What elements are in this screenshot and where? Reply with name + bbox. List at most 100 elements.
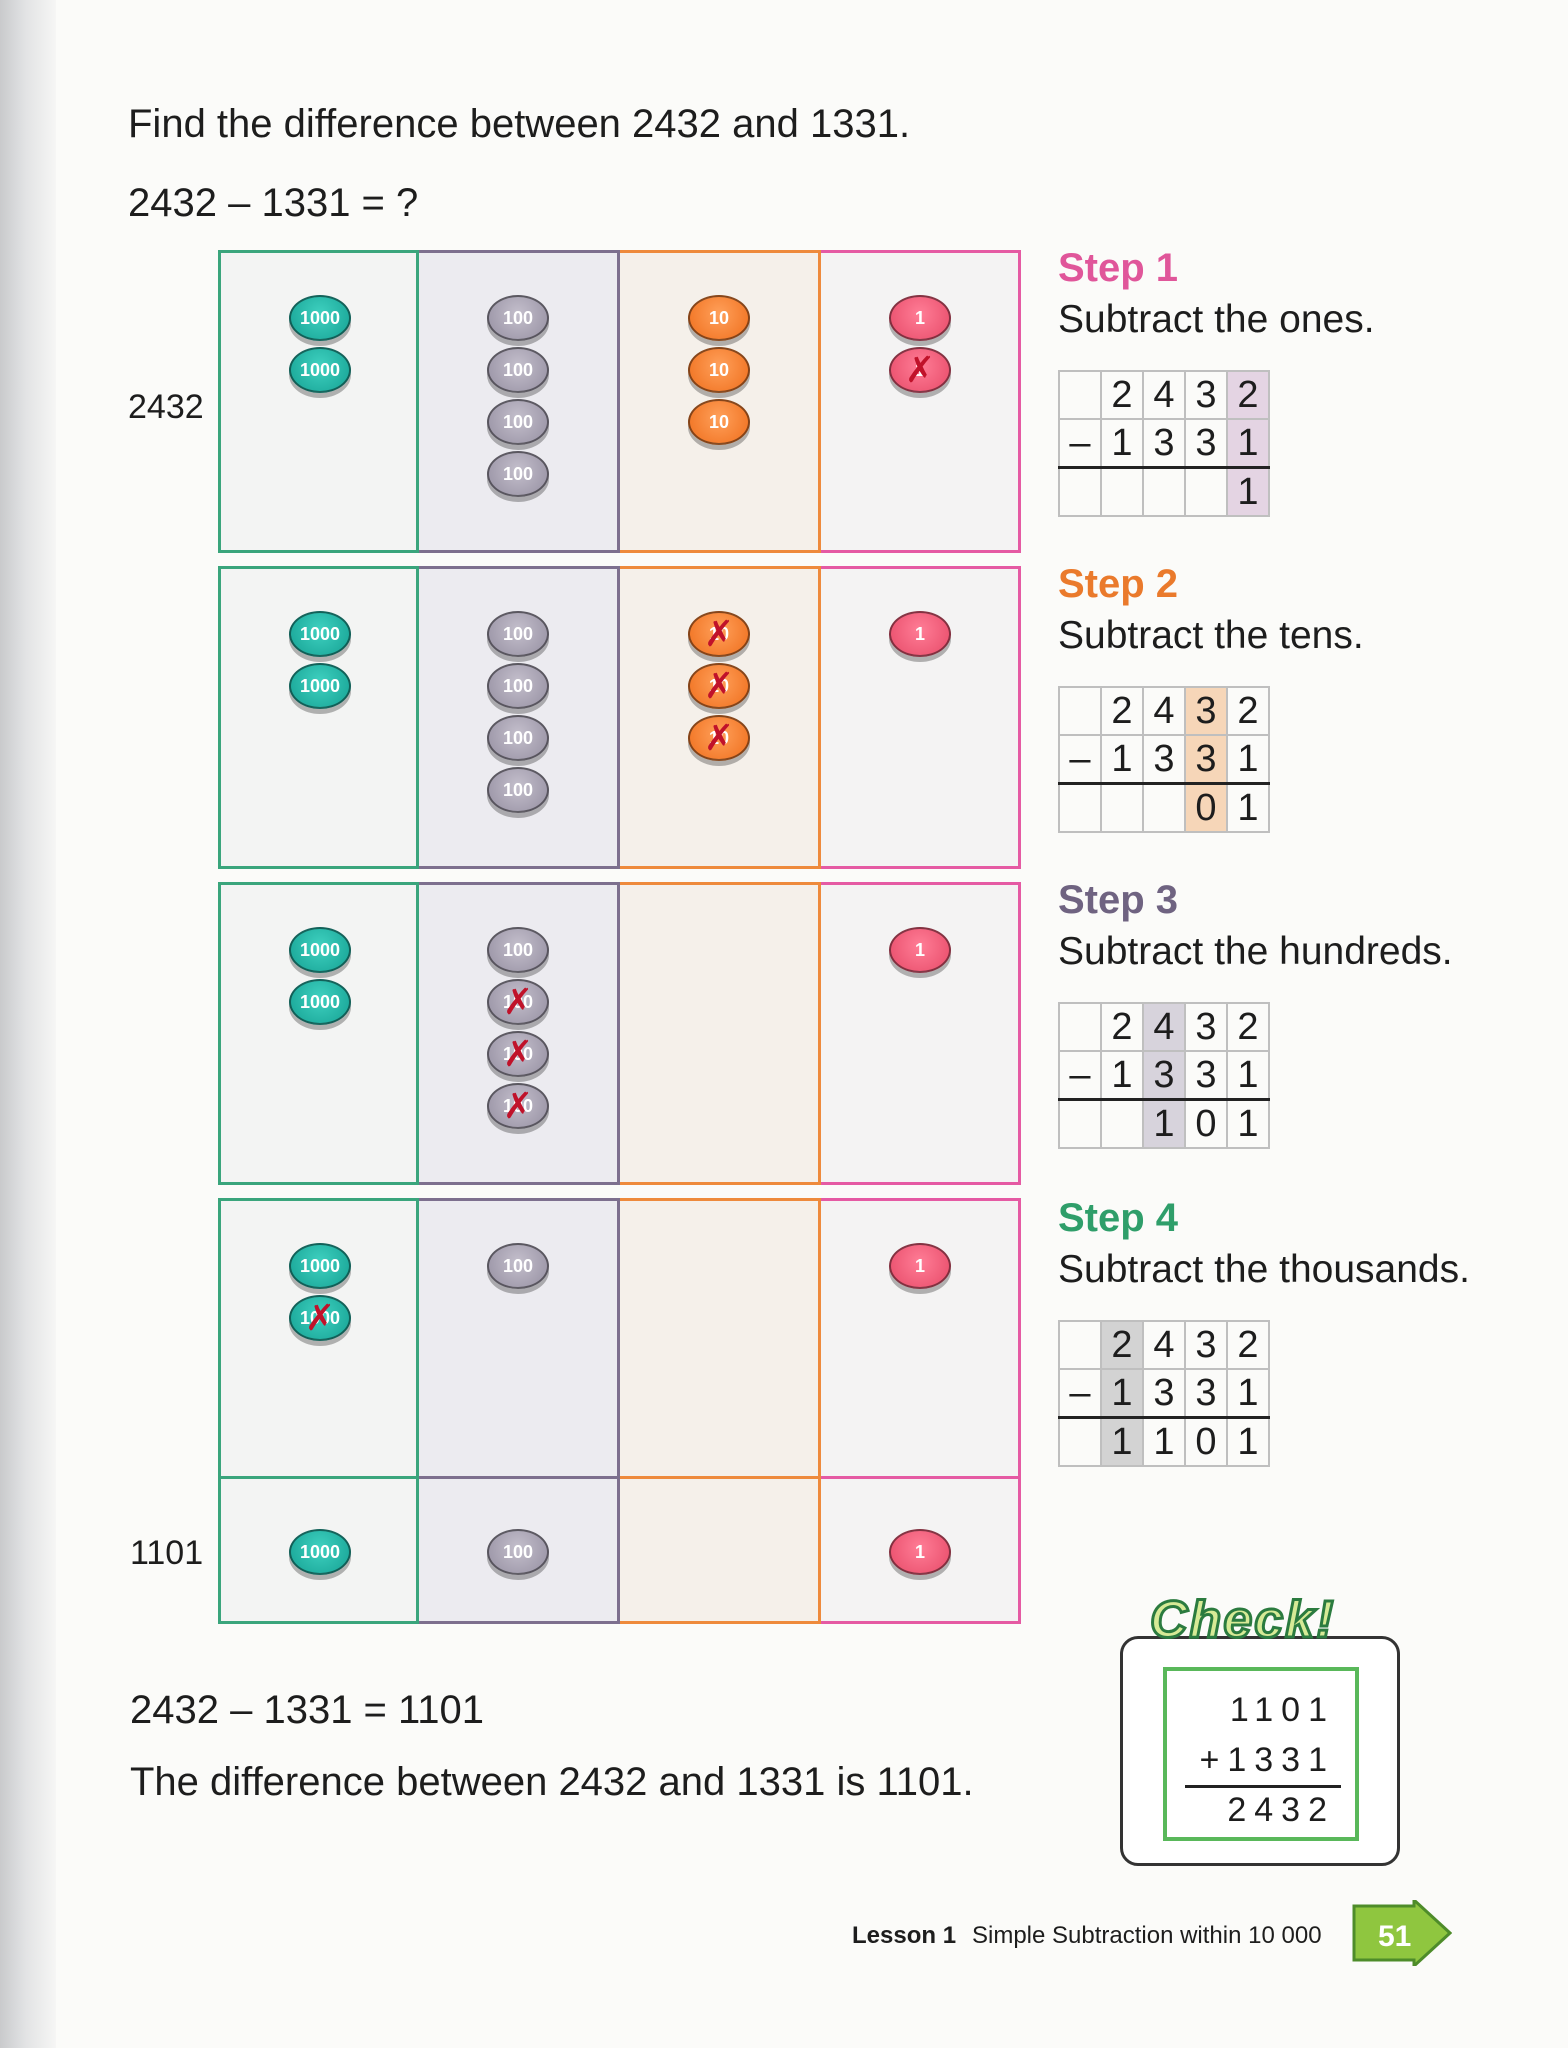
thousands-disc: 1000: [289, 611, 351, 657]
disc-value: 1000: [299, 307, 341, 328]
grid-cell: 3: [1142, 1368, 1186, 1419]
disc-value: 100: [502, 1095, 534, 1116]
hundreds-disc: 100: [487, 663, 549, 709]
grid-cell: 2: [1100, 1002, 1144, 1052]
grid-cell: [1100, 466, 1144, 517]
step-title: Step 4: [1058, 1196, 1179, 1240]
grid-cell: 3: [1184, 418, 1228, 469]
tens-disc: 10: [688, 347, 750, 393]
grid-cell: 3: [1184, 370, 1228, 420]
result-number-label: 1101: [130, 1534, 204, 1572]
step-description: Subtract the hundreds.: [1058, 930, 1453, 973]
grid-cell: [1142, 782, 1186, 833]
grid-cell: –: [1058, 418, 1102, 469]
hundreds-disc: 100: [487, 767, 549, 813]
thousands-cell: 1000 1000: [218, 250, 419, 553]
page-number-arrow-icon: [1352, 1900, 1452, 1966]
grid-cell: –: [1058, 734, 1102, 785]
grid-cell: 0: [1184, 782, 1228, 833]
disc-value: 1000: [299, 1541, 341, 1562]
disc-value: 1: [914, 307, 925, 328]
disc-value: 100: [502, 939, 534, 960]
grid-cell: [1142, 466, 1186, 517]
grid-cell: 1: [1142, 1098, 1186, 1149]
grid-cell: 1: [1142, 1416, 1186, 1467]
ones-cell: 1: [821, 1476, 1021, 1624]
hundreds-disc: 100✗: [487, 979, 549, 1025]
question-text: Find the difference between 2432 and 133…: [128, 102, 911, 146]
grid-cell: 1: [1100, 1050, 1144, 1101]
step-title: Step 3: [1058, 878, 1179, 922]
disc-value: 1: [914, 1541, 925, 1562]
hundreds-disc: 100: [487, 399, 549, 445]
chart-row: 1000 100 1: [218, 1476, 1021, 1624]
grid-cell: 4: [1142, 1320, 1186, 1370]
tens-disc: 10: [688, 295, 750, 341]
hundreds-disc: 100: [487, 715, 549, 761]
hundreds-disc: 100✗: [487, 1031, 549, 1077]
check-line-1: 1101: [1229, 1691, 1335, 1729]
grid-cell: 1: [1100, 1368, 1144, 1419]
hundreds-disc: 100: [487, 451, 549, 497]
grid-cell: 0: [1184, 1416, 1228, 1467]
grid-cell: [1058, 1320, 1102, 1370]
ones-cell: 1: [821, 882, 1021, 1185]
grid-cell: –: [1058, 1368, 1102, 1419]
thousands-disc: 1000: [289, 1243, 351, 1289]
tens-disc: 10✗: [688, 715, 750, 761]
thousands-disc: 1000: [289, 295, 351, 341]
grid-cell: [1100, 1098, 1144, 1149]
disc-value: 10: [708, 623, 730, 644]
disc-value: 1: [914, 939, 925, 960]
grid-cell: 1: [1226, 782, 1270, 833]
grid-cell: [1100, 782, 1144, 833]
disc-value: 100: [502, 359, 534, 380]
grid-cell: 1: [1100, 418, 1144, 469]
grid-cell: 3: [1184, 734, 1228, 785]
step-description: Subtract the tens.: [1058, 614, 1364, 657]
disc-value: 100: [502, 1043, 534, 1064]
hundreds-disc: 100: [487, 611, 549, 657]
grid-cell: 2: [1100, 686, 1144, 736]
grid-cell: 3: [1142, 734, 1186, 785]
disc-value: 100: [502, 991, 534, 1012]
disc-value: 1000: [299, 675, 341, 696]
grid-cell: 3: [1184, 1368, 1228, 1419]
hundreds-disc: 100: [487, 295, 549, 341]
cross-mark-icon: ✗: [304, 1297, 336, 1338]
cross-mark-icon: ✗: [703, 613, 735, 654]
grid-cell: 2: [1226, 686, 1270, 736]
hundreds-cell: 100: [419, 1476, 620, 1624]
disc-value: 1: [914, 1255, 925, 1276]
hundreds-disc: 100: [487, 1529, 549, 1575]
grid-cell: [1058, 1416, 1102, 1467]
ones-disc: 1: [889, 1529, 951, 1575]
ones-cell: 1: [821, 1198, 1021, 1501]
step-description: Subtract the thousands.: [1058, 1248, 1470, 1291]
tens-disc: 10✗: [688, 611, 750, 657]
ones-disc: 1: [889, 927, 951, 973]
disc-value: 10: [708, 675, 730, 696]
ones-cell: 1: [821, 566, 1021, 869]
ones-disc: 1: [889, 611, 951, 657]
tens-cell: [620, 1198, 821, 1501]
thousands-disc: 1000: [289, 347, 351, 393]
hundreds-disc: 100: [487, 347, 549, 393]
ones-disc: 1: [889, 1243, 951, 1289]
disc-value: 10: [708, 307, 730, 328]
grid-cell: 3: [1142, 1050, 1186, 1101]
grid-cell: 2: [1226, 1002, 1270, 1052]
thousands-cell: 1000 1000: [218, 566, 419, 869]
tens-disc: 10✗: [688, 663, 750, 709]
disc-value: 10: [708, 359, 730, 380]
disc-value: 100: [502, 463, 534, 484]
grid-cell: 3: [1184, 1050, 1228, 1101]
grid-cell: 3: [1142, 418, 1186, 469]
grid-cell: 1: [1100, 1416, 1144, 1467]
thousands-disc: 1000: [289, 927, 351, 973]
grid-cell: [1184, 466, 1228, 517]
thousands-disc: 1000: [289, 1529, 351, 1575]
